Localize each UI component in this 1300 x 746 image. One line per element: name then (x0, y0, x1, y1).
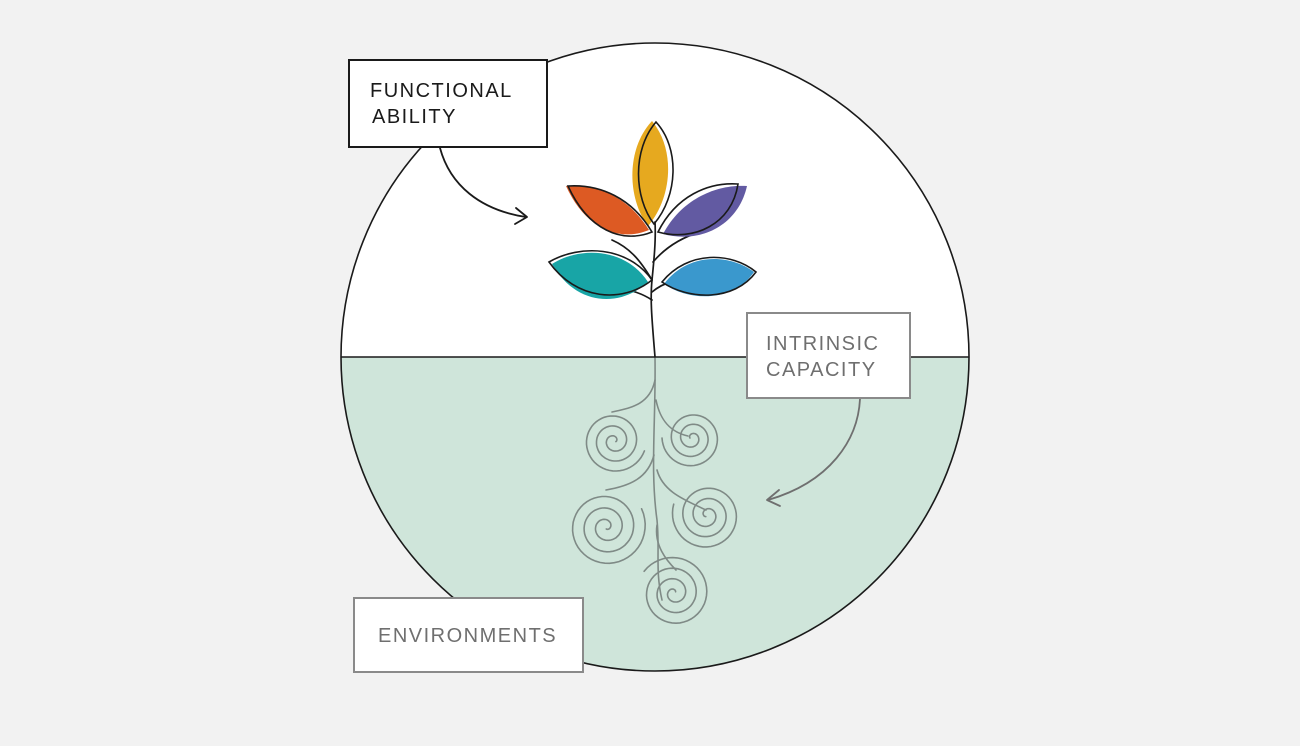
root-spiral (671, 487, 738, 548)
root-branch-upper-right (655, 399, 689, 437)
functional-ability-line2: ABILITY (372, 106, 457, 128)
functional-ability-line1: FUNCTIONAL (370, 80, 513, 102)
root-branch-low (655, 524, 677, 571)
leaf-teal-outline (547, 249, 654, 296)
root-main (652, 357, 663, 601)
intrinsic-capacity-line2: CAPACITY (766, 359, 877, 381)
environments-label: ENVIRONMENTS (353, 597, 584, 673)
root-spiral (585, 415, 646, 472)
arrow-intrinsic-capacity (766, 398, 861, 507)
leaves (547, 120, 758, 300)
functional-ability-label: FUNCTIONAL ABILITY (348, 59, 548, 148)
root-branch-upper-left (611, 379, 656, 413)
leaf-orange-outline (566, 185, 654, 237)
leaf-purple-outline (656, 183, 739, 236)
root-spiral (643, 556, 708, 625)
leaf-yellow-outline (637, 120, 674, 226)
root-spiral (571, 495, 647, 565)
intrinsic-capacity-line1: INTRINSIC (766, 333, 880, 355)
root-branch-mid-right (656, 469, 707, 511)
environments-text: ENVIRONMENTS (378, 625, 558, 647)
environment-fill (341, 357, 969, 671)
leaf-orange (566, 185, 649, 235)
intrinsic-capacity-label: INTRINSIC CAPACITY (746, 312, 911, 399)
leaf-blue-outline (660, 256, 758, 296)
leaf-blue (664, 259, 754, 297)
leaf-purple (663, 185, 747, 237)
root-branch-mid-left (605, 454, 655, 491)
roots (571, 357, 738, 625)
arrow-functional-ability (439, 147, 528, 225)
root-spiral (661, 414, 719, 467)
